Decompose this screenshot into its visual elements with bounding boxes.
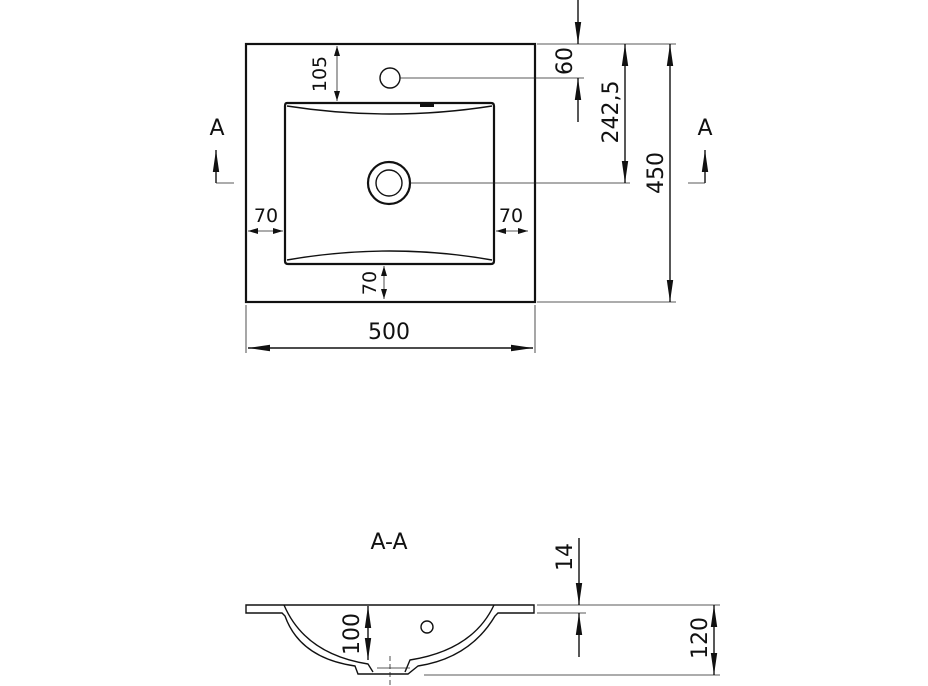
dim-tap-hole-offset: 60 (553, 47, 578, 75)
overflow-slot (420, 104, 434, 107)
dim-drain-from-back: 242,5 (599, 81, 624, 144)
drain-inner (375, 169, 403, 197)
dim-right-rim: 70 (499, 205, 523, 227)
dim-rim-thickness: 14 (553, 543, 578, 571)
section-view: A-A 100 14 120 (245, 530, 720, 686)
dim-front-rim: 70 (359, 271, 381, 295)
section-title: A-A (370, 530, 407, 555)
countertop-outline (244, 42, 537, 304)
bowl-inner-right (404, 604, 495, 673)
basin-front-edge (286, 250, 493, 261)
section-profile (245, 604, 535, 675)
basin-outline (283, 101, 496, 266)
tap-hole (379, 67, 401, 89)
section-marker-left: A (209, 116, 224, 141)
section-marker-right: A (697, 116, 712, 141)
dim-left-rim: 70 (254, 205, 278, 227)
dim-total-height: 120 (688, 617, 713, 659)
dim-bowl-depth: 100 (340, 613, 365, 655)
basin-back-edge (286, 105, 493, 115)
overflow-hole (420, 620, 434, 634)
dim-width: 500 (368, 320, 410, 345)
bowl-inner-left (283, 604, 374, 673)
dim-depth: 450 (644, 152, 669, 194)
plan-view: 105 60 242,5 450 70 70 70 500 A A (209, 0, 713, 353)
drain-outer (366, 160, 412, 206)
dim-tap-hole-from-back: 105 (309, 56, 331, 92)
